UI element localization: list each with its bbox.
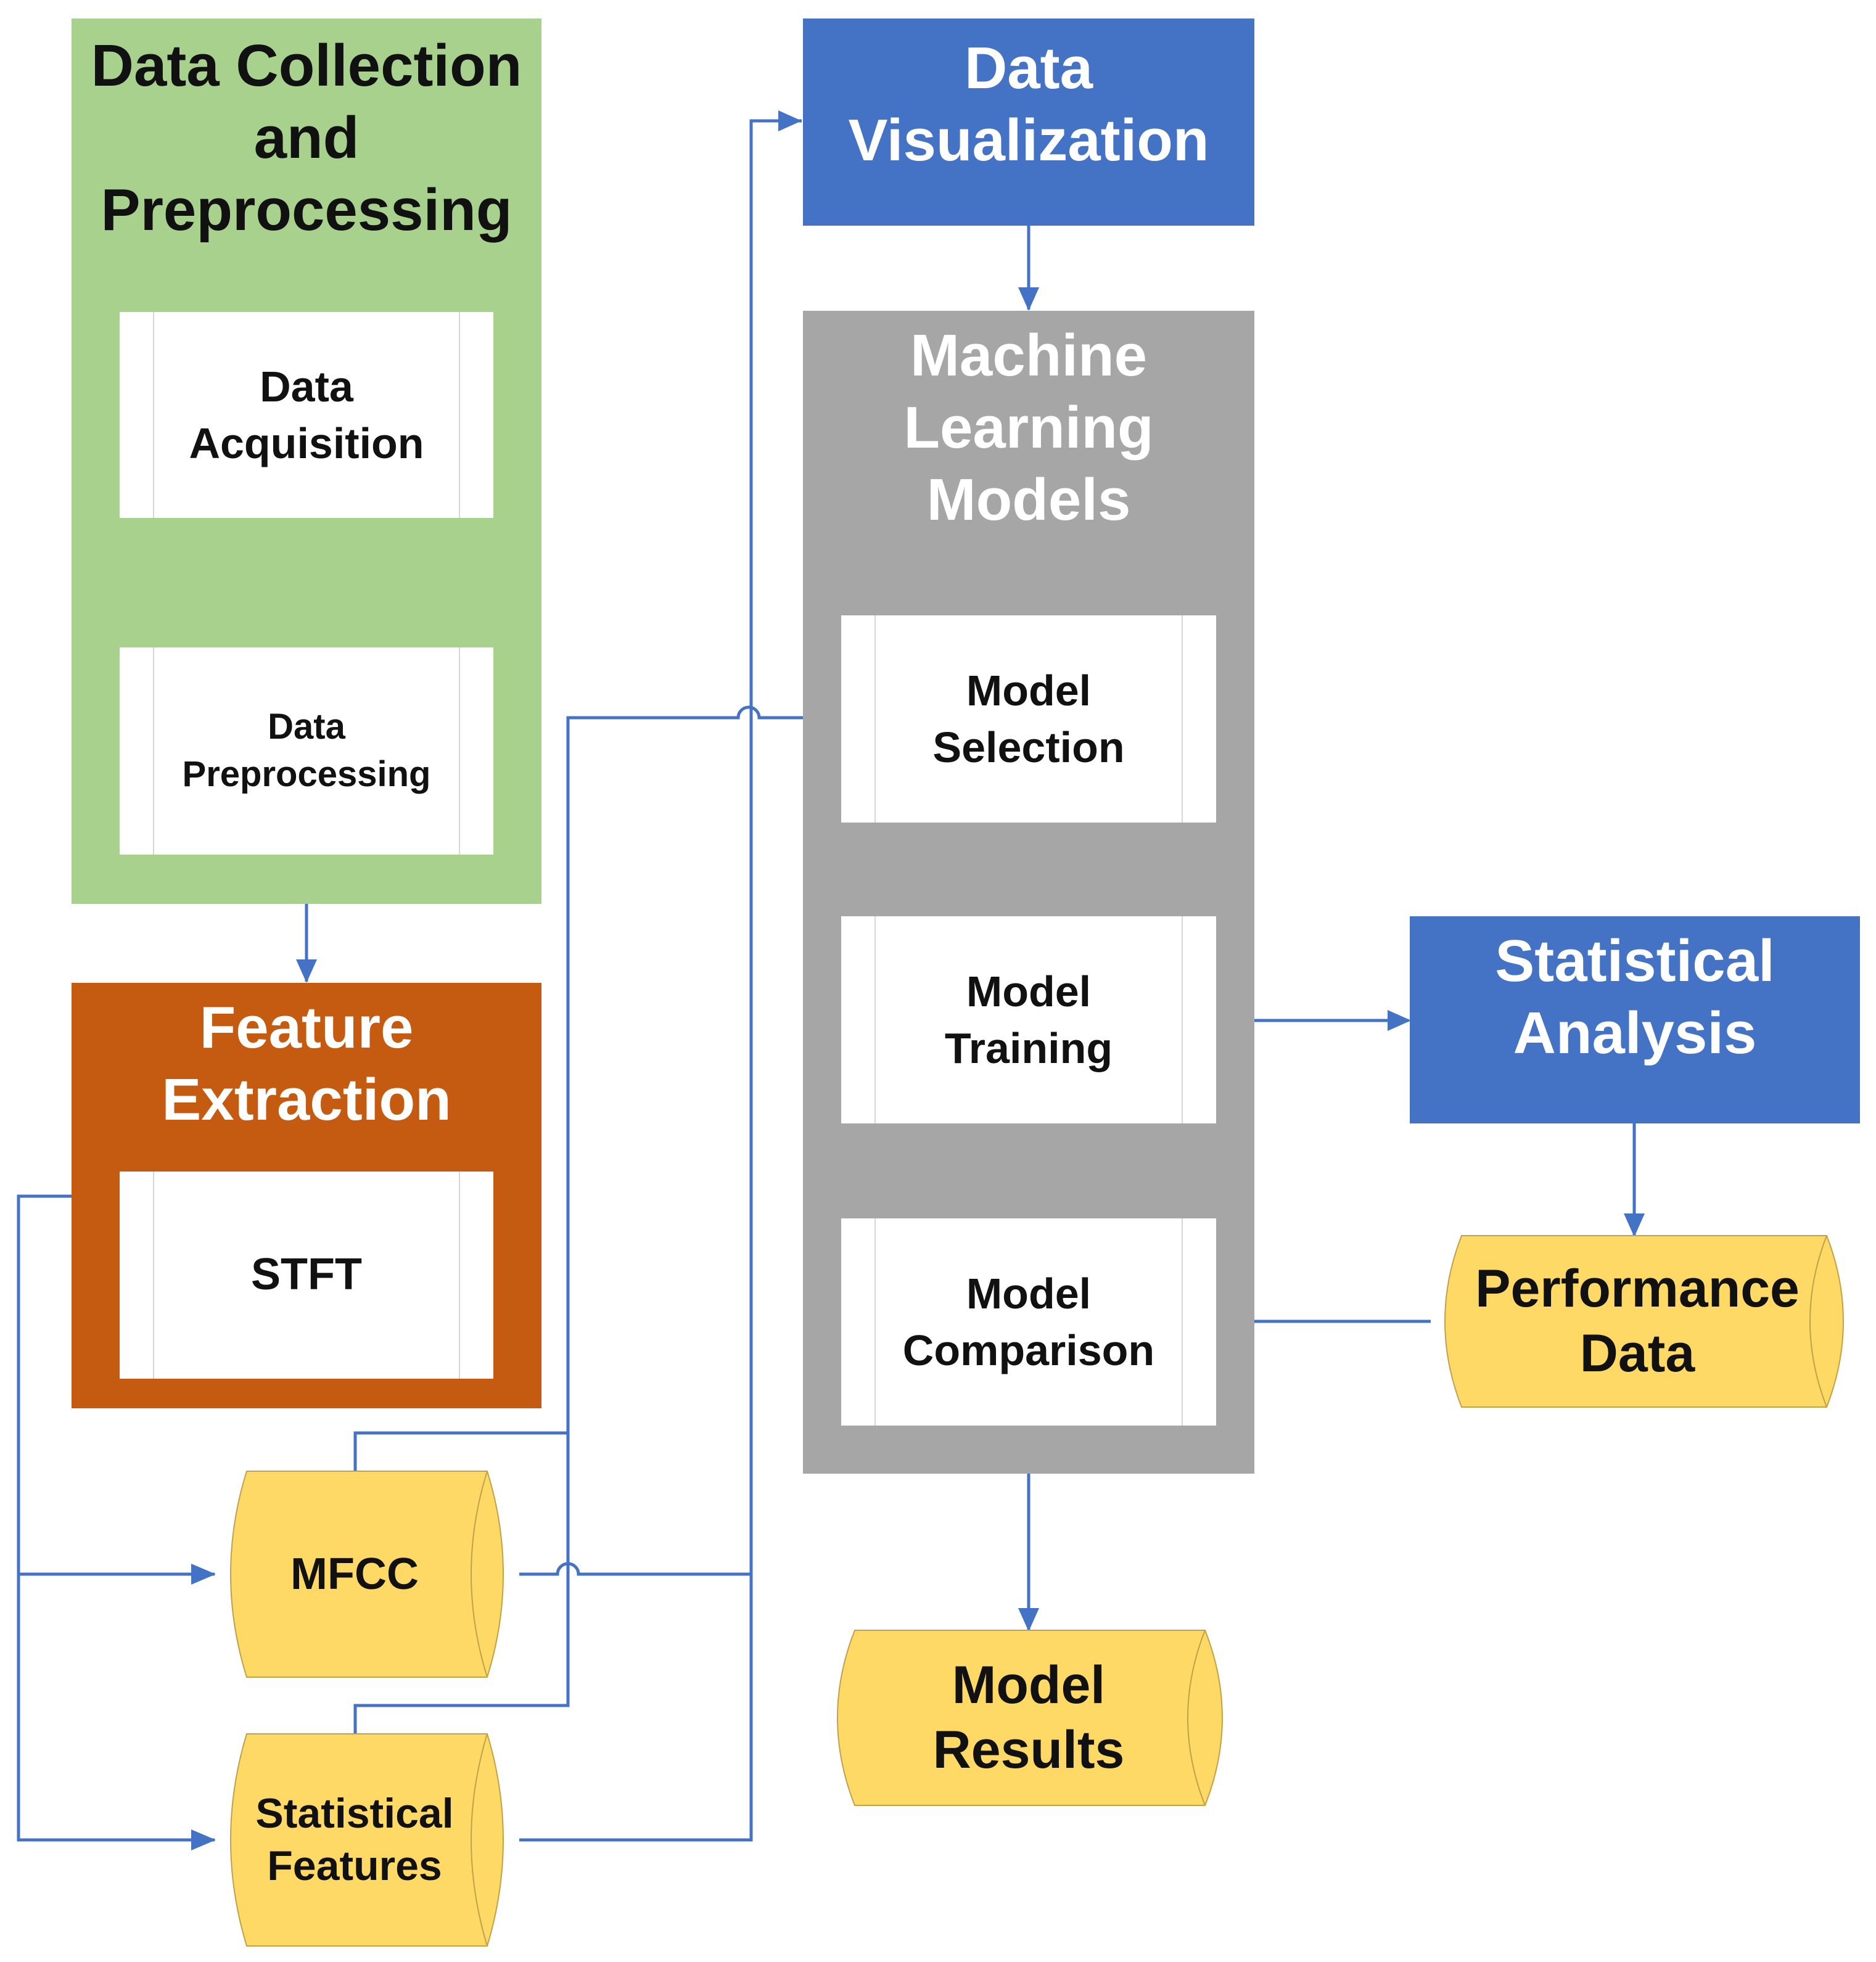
line-mfcc-right-to-visualization: [519, 1562, 751, 1576]
statistical-features-store: [230, 1733, 504, 1947]
model-results-store: [837, 1630, 1223, 1806]
mfcc-store: [230, 1471, 504, 1678]
model-comparison-box[interactable]: Model Comparison: [841, 1218, 1216, 1426]
ml-models-title: Machine Learning Models: [903, 322, 1154, 533]
statistical-analysis-box[interactable]: Statistical Analysis: [1410, 916, 1860, 1123]
line-stat-right-to-visualization: [519, 119, 802, 1842]
arrowhead-statistical-features: [191, 1829, 216, 1850]
arrowhead-mfcc: [191, 1564, 216, 1585]
performance-data-store: [1444, 1235, 1844, 1408]
data-visualization-box[interactable]: Data Visualization: [803, 18, 1254, 226]
model-training-box[interactable]: Model Training: [841, 916, 1216, 1123]
stft-box[interactable]: STFT: [120, 1172, 493, 1379]
data-collection-title: Data Collection and Preprocessing: [91, 33, 522, 244]
arrowhead-performance-data: [1624, 1213, 1645, 1237]
data-visualization-title: Data Visualization: [848, 35, 1209, 174]
line-feature-to-bus: [17, 1194, 215, 1842]
data-acquisition-box[interactable]: Data Acquisition: [120, 312, 493, 518]
line-stat-top-to-selection: [353, 1433, 570, 1734]
arrowhead-ml-models: [1018, 287, 1039, 311]
data-preprocessing-box[interactable]: Data Preprocessing: [120, 647, 493, 855]
feature-extraction-title: Feature Extraction: [162, 995, 451, 1133]
arrowhead-statistical-analysis: [1388, 1010, 1411, 1031]
statistical-analysis-title: Statistical Analysis: [1495, 928, 1775, 1067]
arrowhead-model-results: [1018, 1608, 1039, 1632]
arrowhead-feature-extraction: [296, 959, 317, 983]
arrowhead-data-visualization: [778, 110, 802, 131]
line-mfcc-top-to-selection: [353, 705, 840, 1471]
model-selection-box[interactable]: Model Selection: [841, 615, 1216, 823]
